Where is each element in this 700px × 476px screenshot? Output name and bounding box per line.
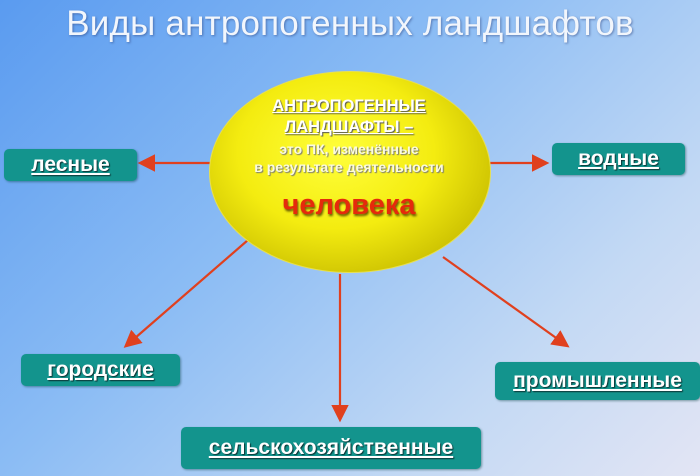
type-box-agricultural[interactable]: сельскохозяйственные	[181, 427, 481, 469]
type-box-water[interactable]: водные	[552, 143, 685, 175]
center-heading-line2: ЛАНДШАФТЫ –	[284, 118, 414, 136]
center-definition: это ПК, изменённые в результате деятельн…	[209, 140, 489, 176]
center-definition-line2: в результате деятельности	[254, 159, 444, 175]
type-box-urban[interactable]: городские	[21, 354, 180, 386]
arrow-to-industrial	[442, 256, 570, 348]
center-emphasis: человека	[282, 189, 416, 221]
center-definition-line1: это ПК, изменённые	[279, 141, 419, 157]
page-title: Виды антропогенных ландшафтов	[66, 4, 634, 43]
type-box-industrial[interactable]: промышленные	[495, 362, 700, 400]
center-heading-line1: АНТРОПОГЕННЫЕ	[272, 97, 426, 115]
central-ellipse	[209, 71, 491, 273]
type-box-forest[interactable]: лесные	[4, 149, 137, 181]
center-heading: АНТРОПОГЕННЫЕ ЛАНДШАФТЫ –	[209, 96, 489, 138]
arrow-to-urban	[123, 239, 249, 348]
